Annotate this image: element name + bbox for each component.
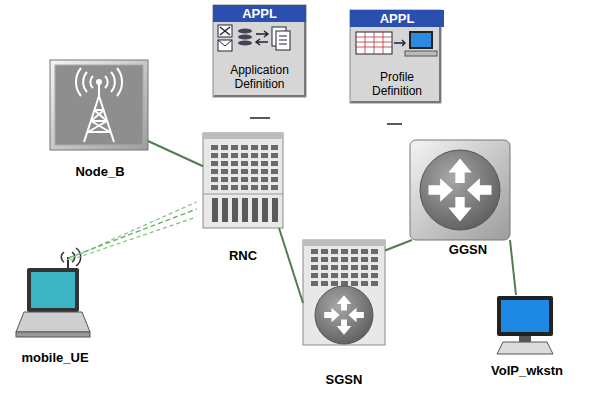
header-band: APPL	[350, 10, 444, 27]
application-definition-node: APPL Application Definition	[213, 5, 306, 97]
connector-group	[510, 240, 516, 295]
link-line	[279, 228, 303, 303]
link-line	[148, 141, 203, 166]
radio-link-extra	[70, 217, 196, 260]
voip-workstation-node: VoIP_wkstn	[495, 295, 555, 355]
link-line	[385, 240, 412, 251]
node-label: VoIP_wkstn	[491, 363, 563, 378]
node-label: Node_B	[75, 164, 124, 179]
rnc-node: RNC	[203, 133, 283, 228]
connector-group	[385, 240, 412, 251]
node-b-icon	[50, 60, 148, 150]
node-label: mobile_UE	[21, 350, 88, 365]
profile-definition-node: APPL Profile Definition	[350, 10, 444, 103]
radio-link	[68, 209, 196, 258]
node-b-node: Node_B	[50, 60, 148, 150]
node-label: SGSN	[326, 372, 363, 387]
radio-link-extra	[67, 202, 197, 260]
node-title: Application Definition	[217, 63, 303, 91]
connector-group	[279, 228, 303, 303]
workstation-icon	[497, 296, 553, 354]
ggsn-node: GGSN	[410, 140, 510, 240]
link-line	[510, 240, 516, 295]
node-title: Profile Definition	[354, 70, 440, 98]
rnc-icon	[203, 133, 283, 228]
dash-mark	[250, 117, 270, 119]
sgsn-node: SGSN	[303, 240, 385, 345]
node-label: GGSN	[449, 242, 487, 257]
mobile-ue-node: mobile_UE	[18, 258, 90, 338]
dash-mark	[387, 123, 402, 125]
ggsn-icon	[410, 140, 510, 240]
laptop-icon	[16, 248, 90, 337]
connector-group	[67, 202, 197, 260]
node-label: RNC	[229, 248, 257, 263]
connector-group	[148, 141, 203, 166]
header-band: APPL	[213, 5, 306, 22]
application-definition-icon	[213, 5, 306, 97]
sgsn-icon	[303, 240, 385, 345]
